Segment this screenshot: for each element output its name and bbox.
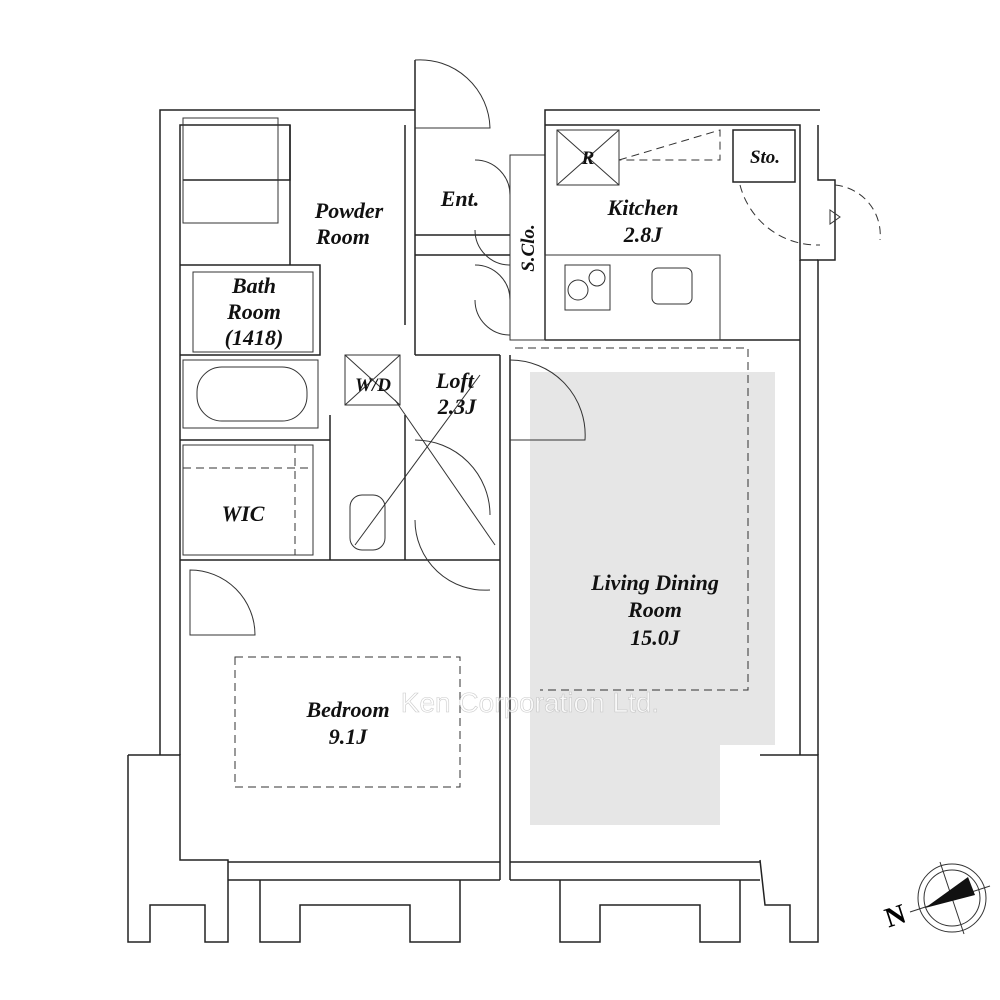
walls	[127, 60, 836, 943]
living-room-area	[530, 372, 775, 825]
bath-room-label-2: Room	[226, 299, 281, 324]
entrance-label: Ent.	[440, 186, 480, 211]
kitchen-label: Kitchen	[607, 195, 679, 220]
living-size: 15.0J	[630, 625, 681, 650]
washer-dryer-label: W/D	[355, 375, 391, 396]
loft-label: Loft	[435, 368, 475, 393]
shoe-closet-label: S.Clo.	[518, 224, 539, 272]
living-label-2: Room	[627, 597, 682, 622]
bath-room-label-1: Bath	[231, 273, 276, 298]
storage-label: Sto.	[750, 147, 780, 168]
wic-label: WIC	[222, 501, 265, 526]
kitchen-size: 2.8J	[623, 222, 664, 247]
bath-room-label-3: (1418)	[225, 325, 284, 350]
watermark: Ken Corporation Ltd.	[401, 687, 659, 718]
powder-room-label-1: Powder	[314, 198, 384, 223]
compass-icon: N	[881, 861, 991, 935]
doors	[189, 59, 881, 636]
bedroom-size: 9.1J	[329, 724, 369, 749]
bedroom-label: Bedroom	[305, 697, 389, 722]
living-label-1: Living Dining	[590, 570, 719, 595]
compass-north-label: N	[881, 899, 910, 935]
powder-room-label-2: Room	[315, 224, 370, 249]
refrigerator-label: R	[581, 148, 595, 169]
loft-size: 2.3J	[437, 394, 478, 419]
